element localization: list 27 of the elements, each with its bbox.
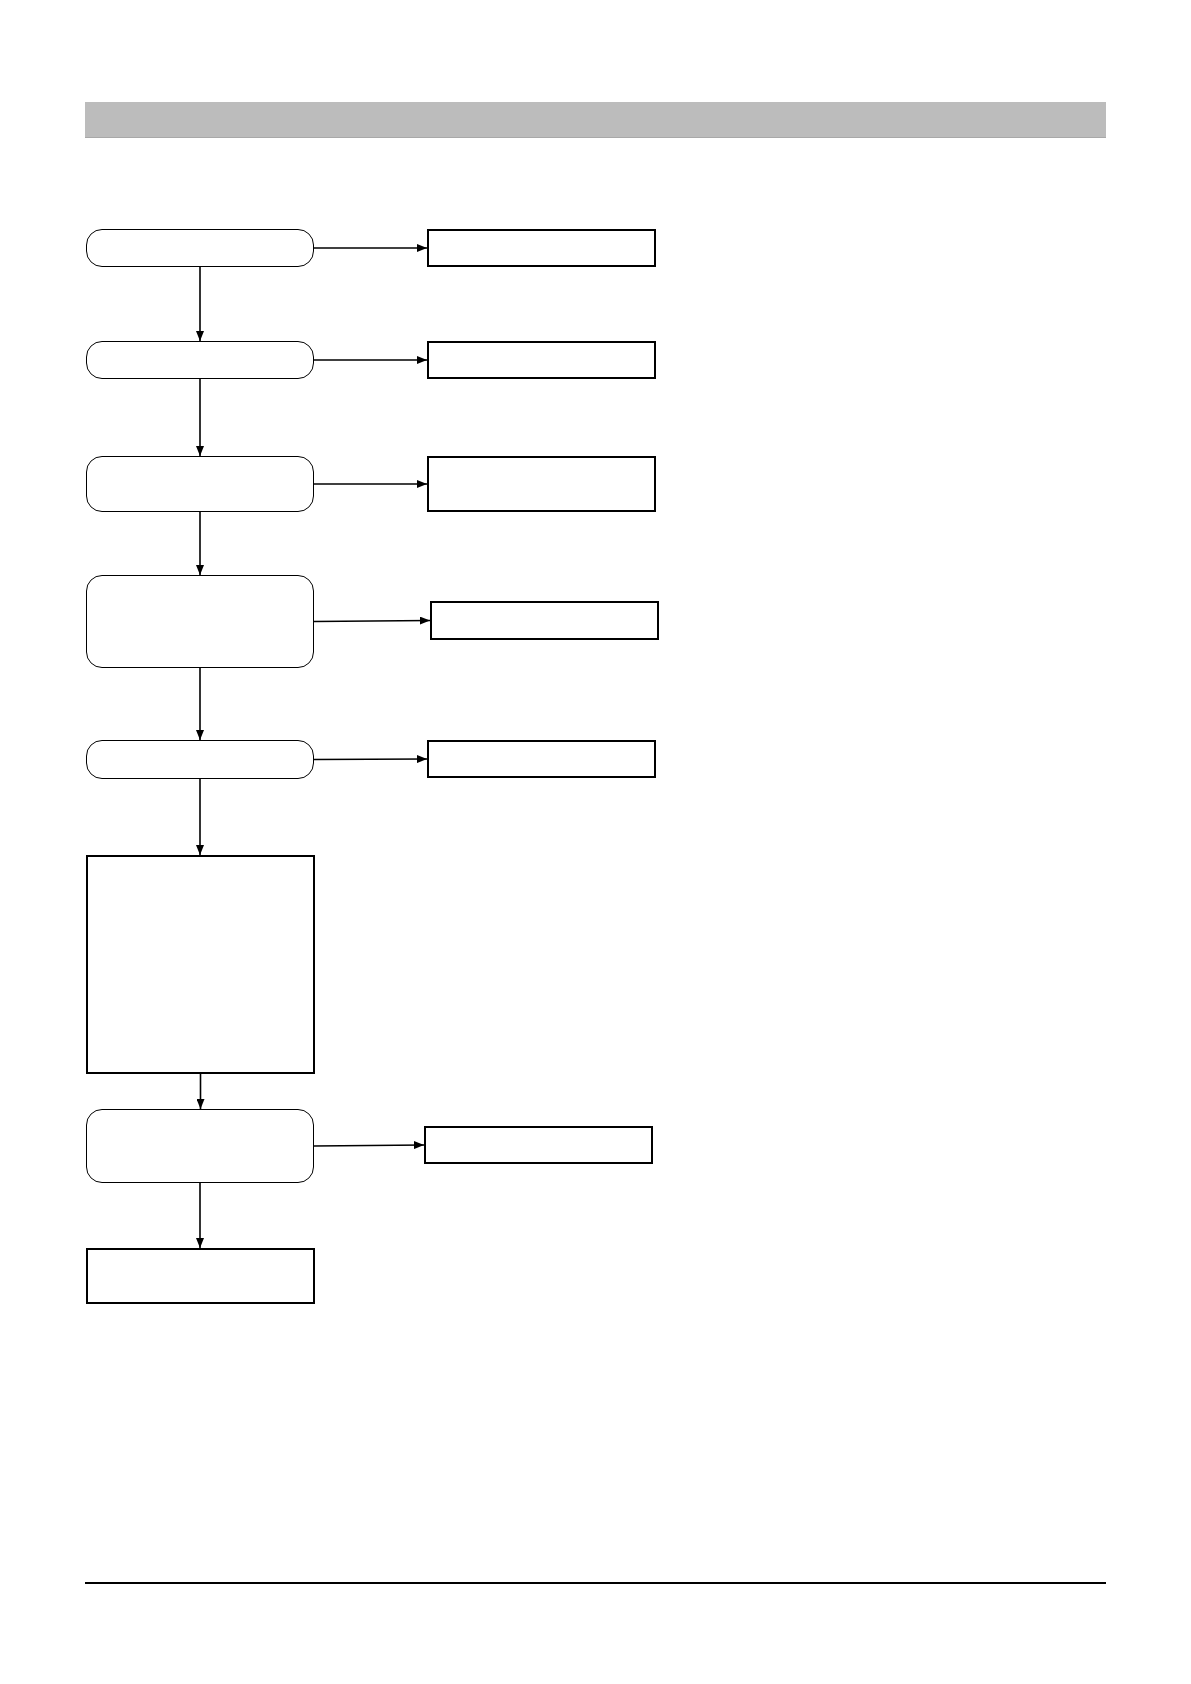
process-box (427, 341, 656, 379)
rounded-box (86, 229, 314, 267)
process-box (86, 1248, 315, 1304)
process-box (424, 1126, 653, 1164)
arrow (313, 616, 431, 625)
rounded-box (86, 575, 314, 668)
arrow (196, 511, 204, 576)
arrow (313, 356, 428, 364)
process-box (86, 855, 315, 1074)
arrow (196, 667, 204, 741)
arrow (313, 244, 428, 252)
arrow (313, 480, 428, 488)
arrow (196, 1182, 204, 1249)
arrow (196, 378, 204, 457)
process-box (427, 229, 656, 267)
process-box (427, 456, 656, 512)
arrow (313, 755, 428, 764)
rounded-box (86, 456, 314, 512)
arrow (313, 1141, 425, 1150)
arrow (196, 1073, 205, 1110)
rounded-box (86, 341, 314, 379)
arrow (196, 266, 204, 342)
rounded-box (86, 1109, 314, 1183)
process-box (427, 740, 656, 778)
arrow (196, 778, 204, 856)
process-box (430, 601, 659, 640)
rounded-box (86, 740, 314, 779)
